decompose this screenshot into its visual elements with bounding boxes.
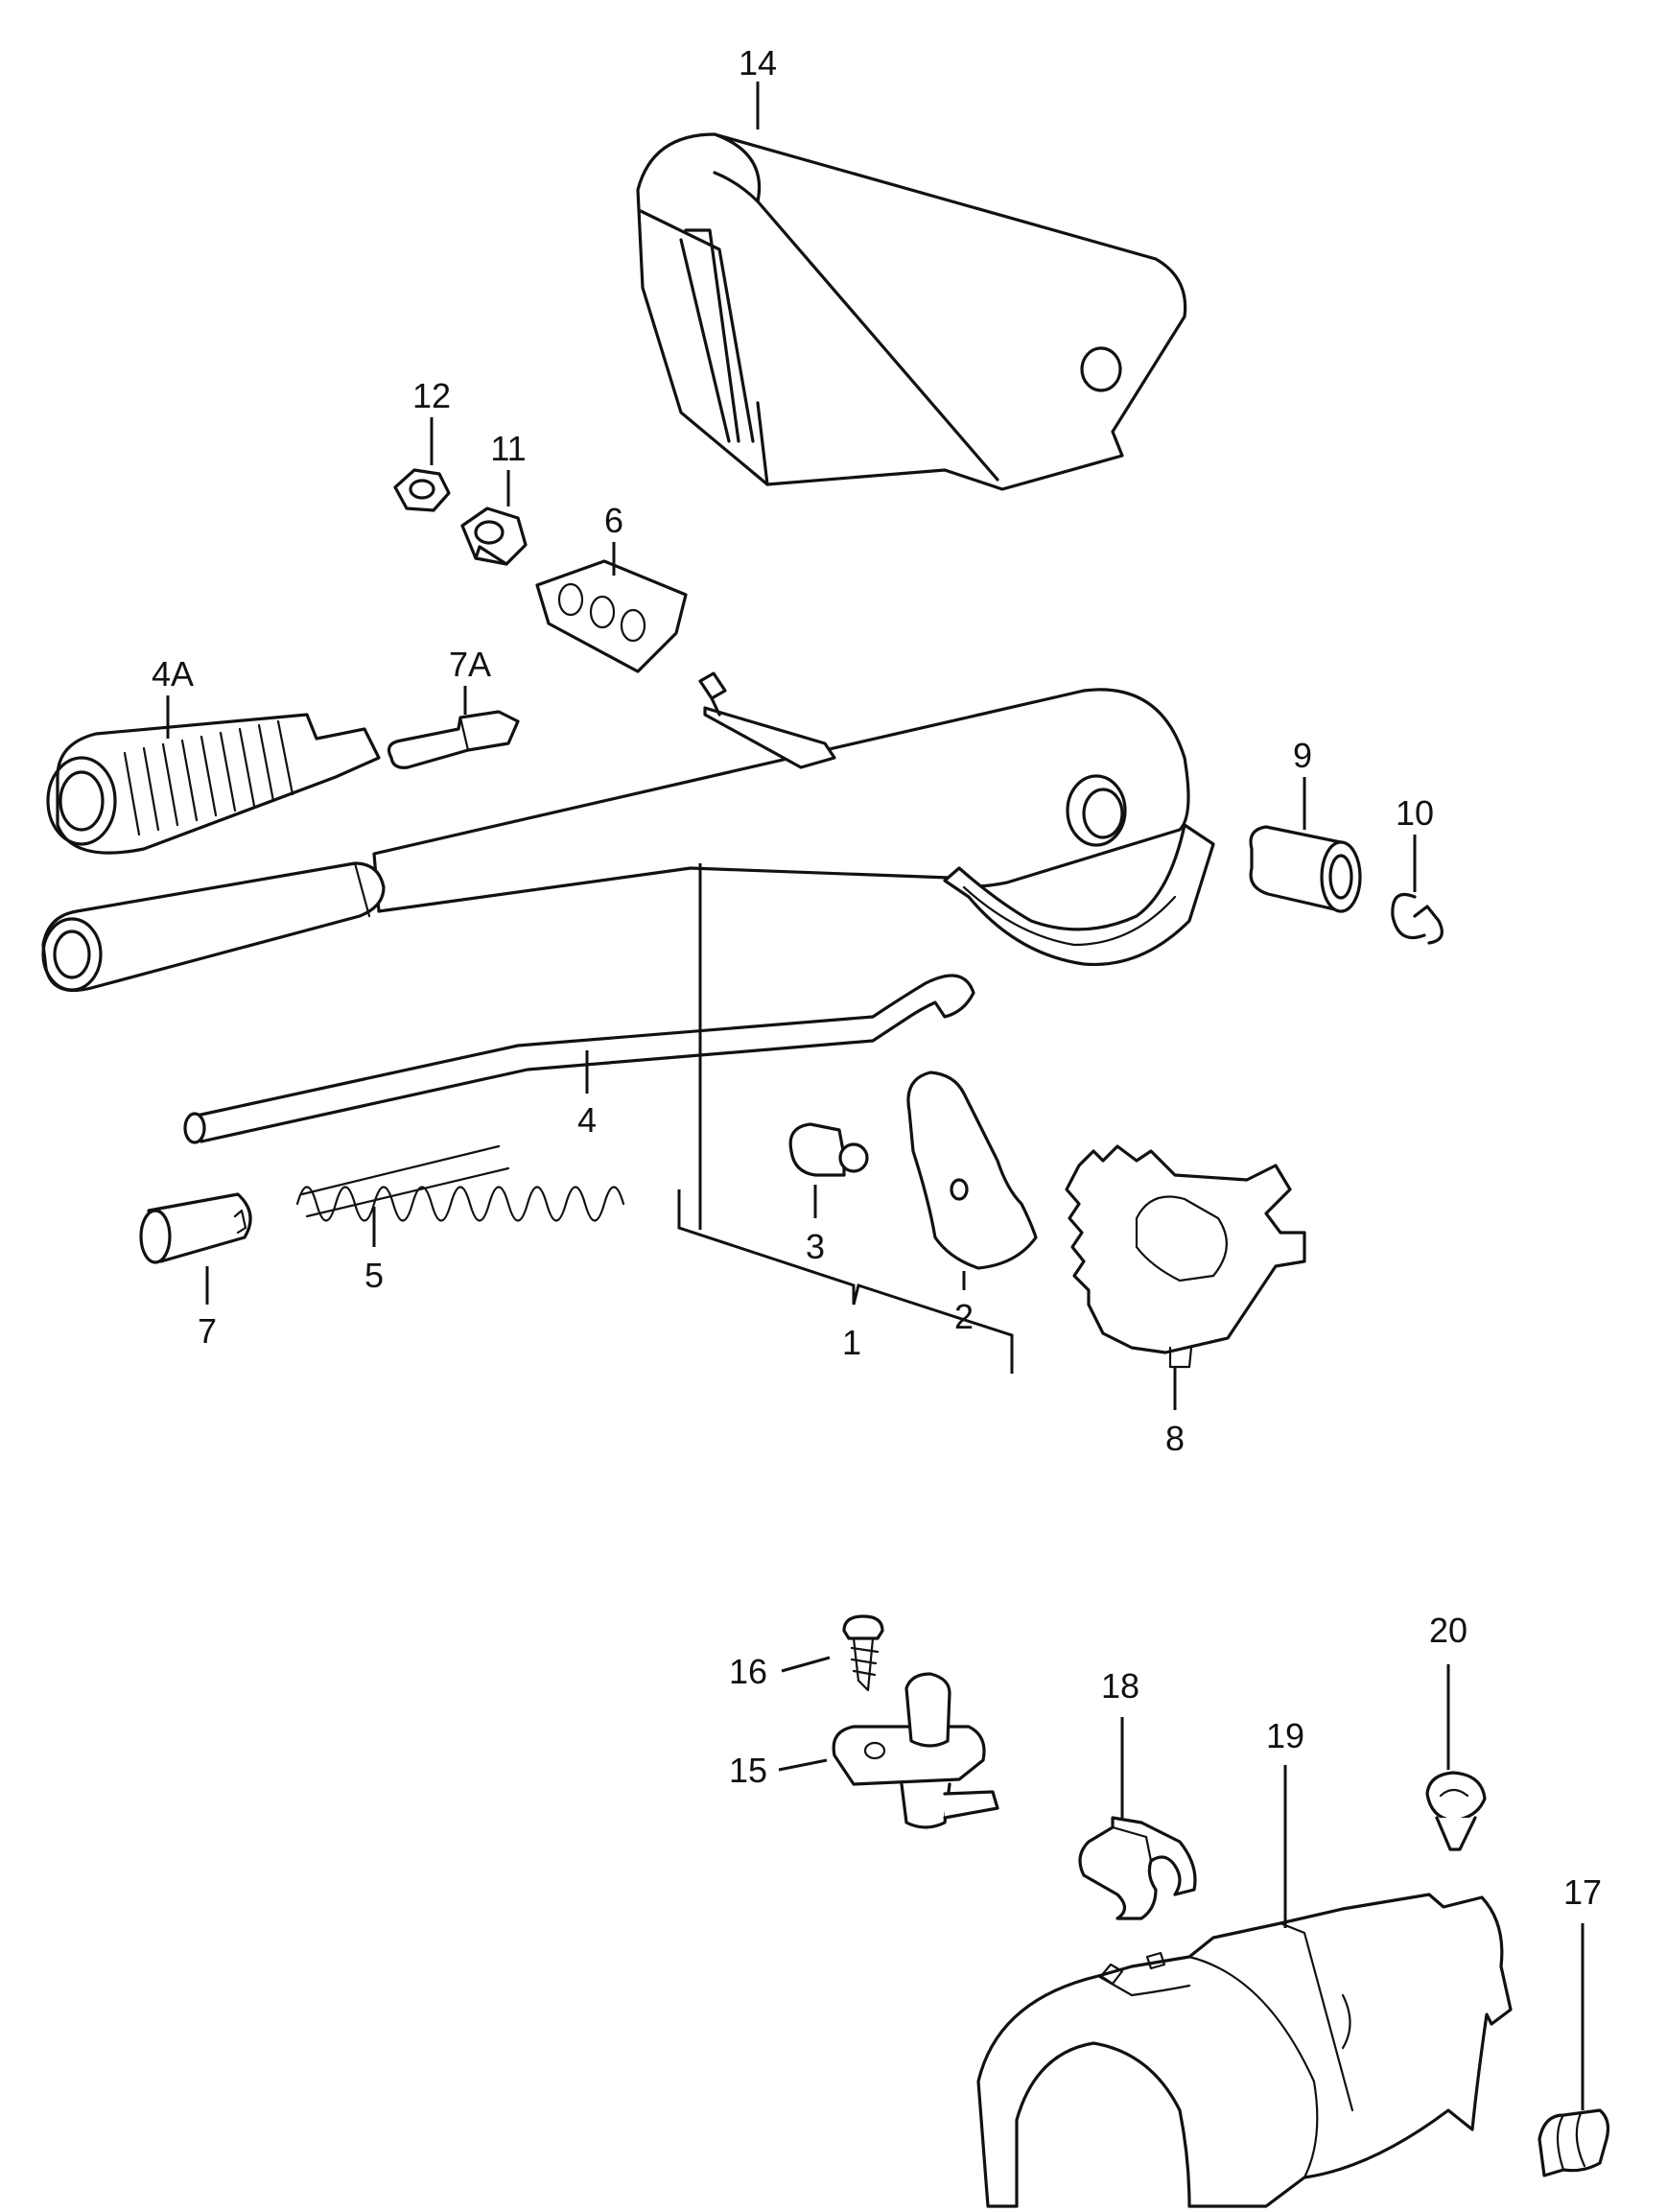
part-4-release-rod xyxy=(183,974,975,1144)
part-7-release-button xyxy=(139,1192,252,1264)
part-17-small-clip xyxy=(1538,2108,1610,2177)
leader-lines xyxy=(166,82,1585,2110)
part-9-pivot-pin xyxy=(1249,825,1362,913)
callout-17: 17 xyxy=(1563,1872,1602,1912)
part-15-switch xyxy=(832,1672,999,1829)
callout-4: 4 xyxy=(577,1100,597,1140)
part-6-perforated-plate xyxy=(535,559,688,673)
part-14-lever-cover xyxy=(636,132,1187,491)
callout-4a: 4A xyxy=(152,654,194,694)
callout-1: 1 xyxy=(842,1323,861,1362)
part-11-lock-nut xyxy=(460,506,528,566)
callout-labels: 14 12 11 6 4A 7A 9 10 4 5 7 3 2 1 8 16 1… xyxy=(152,43,1602,1912)
callout-11: 11 xyxy=(490,429,526,468)
part-7a-release-pin xyxy=(387,710,520,769)
part-8-ratchet-segment xyxy=(1065,1144,1306,1369)
part-main-lever xyxy=(41,671,1215,993)
part-16-screw xyxy=(842,1614,884,1692)
callout-6: 6 xyxy=(604,501,623,540)
callout-15: 15 xyxy=(729,1751,767,1790)
callout-20: 20 xyxy=(1429,1611,1467,1650)
callout-14: 14 xyxy=(739,43,777,82)
part-19-tunnel-cover xyxy=(976,1893,1513,2208)
callout-12: 12 xyxy=(412,376,451,415)
callout-2: 2 xyxy=(954,1297,974,1336)
callout-16: 16 xyxy=(729,1652,767,1691)
callout-10: 10 xyxy=(1396,793,1434,833)
part-18-clip xyxy=(1078,1816,1197,1920)
callout-18: 18 xyxy=(1101,1666,1139,1706)
part-10-circlip xyxy=(1391,892,1444,945)
part-12-nut xyxy=(393,468,451,512)
callout-9: 9 xyxy=(1293,736,1312,775)
part-4a-handle-grip xyxy=(46,713,381,855)
callout-19: 19 xyxy=(1266,1716,1304,1755)
part-5-spring xyxy=(295,1144,625,1222)
part-1-ratchet-assembly-bracket xyxy=(677,863,1014,1374)
callout-3: 3 xyxy=(806,1227,825,1266)
part-20-plastic-rivet xyxy=(1425,1771,1487,1851)
callout-7: 7 xyxy=(198,1311,217,1351)
callout-8: 8 xyxy=(1165,1419,1185,1458)
callout-7a: 7A xyxy=(449,645,491,684)
part-2-pawl xyxy=(906,1071,1038,1270)
callout-5: 5 xyxy=(364,1256,384,1295)
part-3-pawl-pin xyxy=(788,1122,869,1177)
